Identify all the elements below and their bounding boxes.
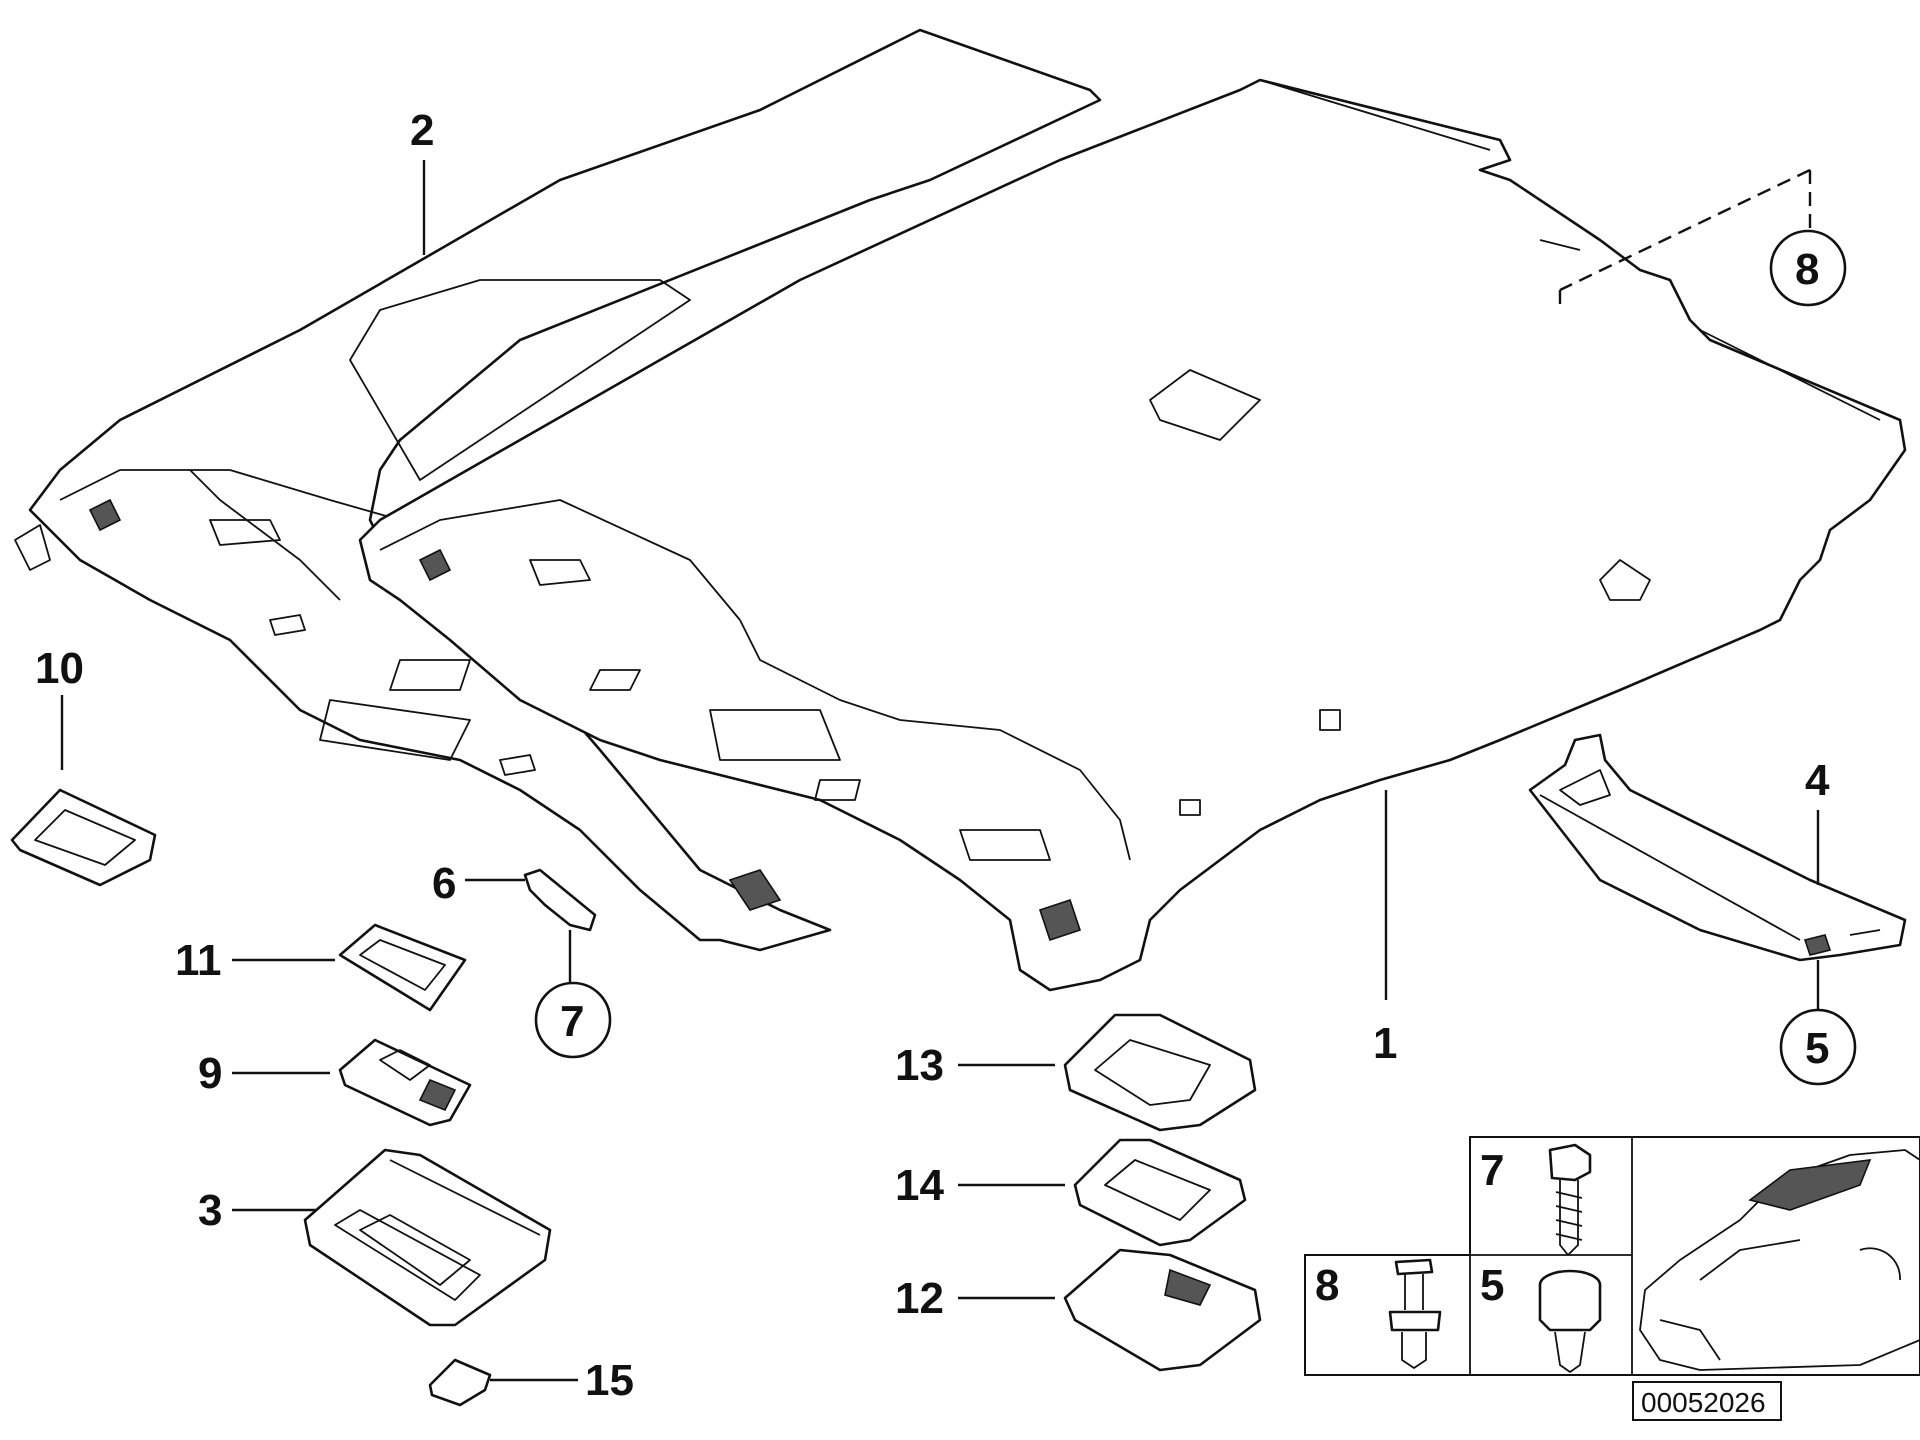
- headliner-main: [358, 78, 1907, 992]
- reference-number: 00052026: [1641, 1387, 1766, 1418]
- part-3-console: [303, 1148, 552, 1327]
- callout-circle-8: [1769, 229, 1847, 307]
- callout-circle-7: [534, 981, 612, 1059]
- part-label-4: 4: [1805, 756, 1830, 805]
- cover-strip: [1528, 733, 1907, 962]
- part-label-12: 12: [895, 1274, 944, 1323]
- part-label-2: 2: [410, 106, 434, 155]
- car-location-icon: [1639, 1149, 1920, 1371]
- box-label-5: 5: [1480, 1261, 1504, 1310]
- reference-number-box: [1632, 1381, 1782, 1421]
- part-15-switch: [428, 1358, 492, 1407]
- part-label-10: 10: [35, 644, 84, 693]
- part-6-clip: [523, 868, 597, 932]
- push-rivet-icon: [1388, 1258, 1442, 1369]
- part-label-15: 15: [585, 1356, 634, 1405]
- part-label-7: 7: [560, 997, 584, 1046]
- part-label-6: 6: [432, 859, 456, 908]
- part-10-frame: [10, 788, 157, 887]
- part-label-5: 5: [1805, 1024, 1829, 1073]
- box-label-8: 8: [1315, 1261, 1339, 1310]
- headliner-sunroof: [14, 28, 1102, 952]
- callout-circle-5: [1779, 1008, 1857, 1086]
- leader-8: [1558, 168, 1812, 310]
- part-14-bracket: [1073, 1138, 1247, 1247]
- part-label-3: 3: [198, 1186, 222, 1235]
- part-label-1: 1: [1373, 1019, 1397, 1068]
- part-label-9: 9: [198, 1049, 222, 1098]
- box-label-7: 7: [1480, 1146, 1504, 1195]
- part-label-8: 8: [1795, 245, 1819, 294]
- part-11-frame: [338, 923, 467, 1012]
- part-13-bezel: [1063, 1013, 1257, 1132]
- part-label-14: 14: [895, 1161, 944, 1210]
- part-12-housing: [1063, 1248, 1262, 1372]
- screw-icon: [1548, 1143, 1592, 1256]
- plug-clip-icon: [1538, 1269, 1602, 1373]
- part-label-11: 11: [175, 936, 222, 985]
- part-label-13: 13: [895, 1041, 944, 1090]
